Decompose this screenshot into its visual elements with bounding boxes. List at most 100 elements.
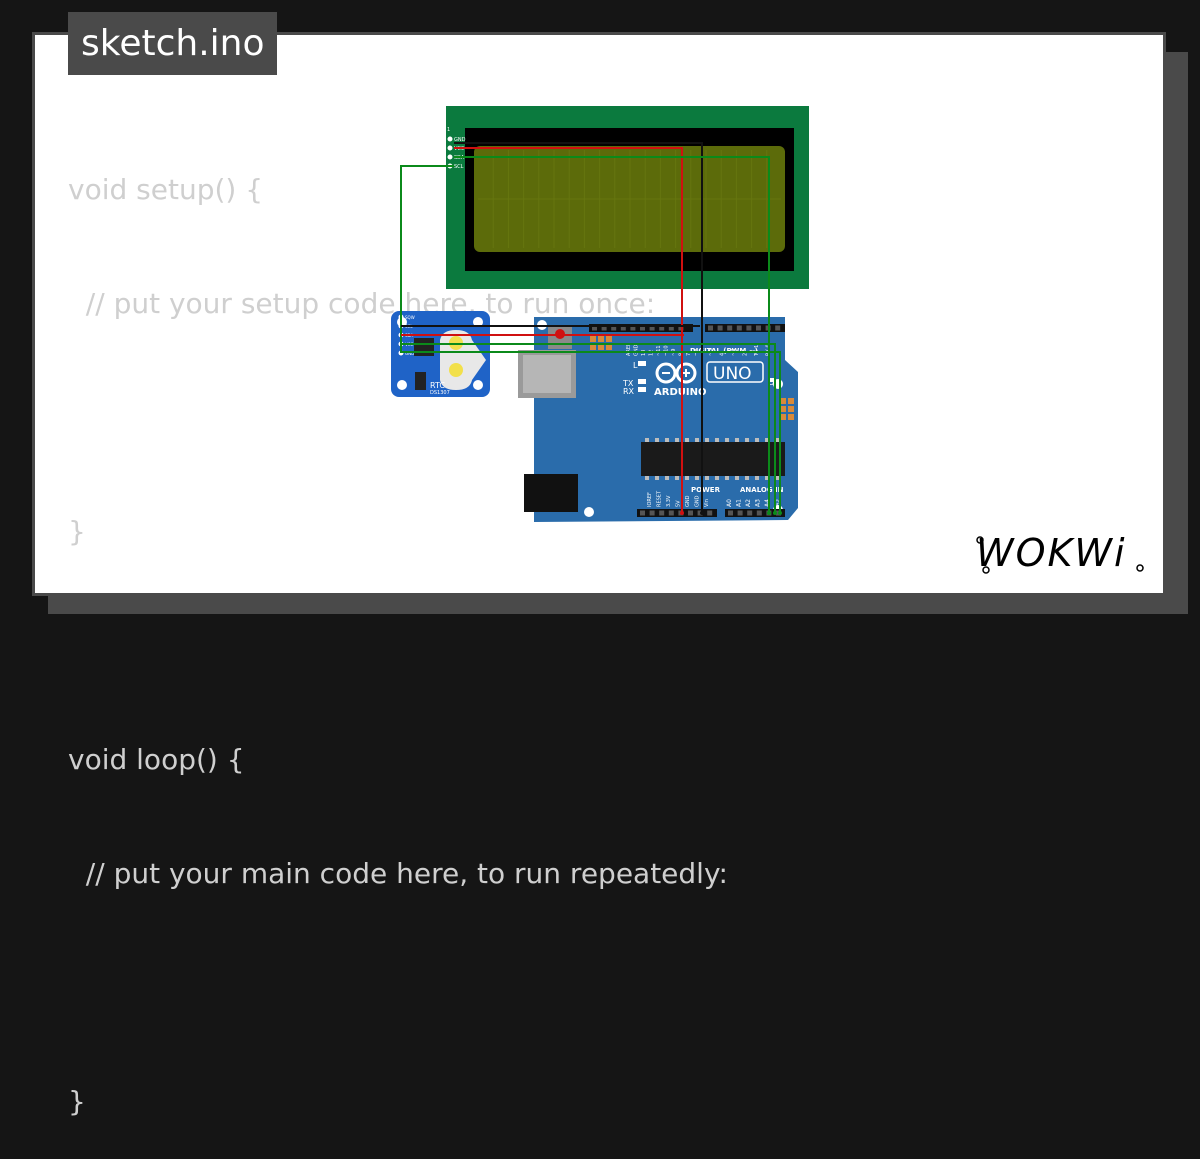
- header-hole: [620, 325, 626, 331]
- header-hole: [592, 325, 597, 331]
- icsp-pin: [598, 344, 604, 350]
- header-hole: [717, 325, 723, 331]
- rtc-crystal: [415, 372, 426, 390]
- power-header: [637, 509, 717, 517]
- rtc-pin-label: SQW: [405, 315, 415, 320]
- icsp-pin: [606, 344, 612, 350]
- led-rx: [638, 387, 646, 392]
- led-l: [638, 361, 646, 366]
- chip-leg: [775, 438, 779, 442]
- chip-leg: [695, 438, 699, 442]
- header-hole: [601, 325, 607, 331]
- header-hole: [668, 510, 674, 516]
- analog-header: [725, 509, 785, 517]
- chip-leg: [735, 476, 739, 480]
- header-hole: [640, 510, 645, 516]
- analog-label: ANALOG IN: [740, 486, 784, 494]
- header-hole: [727, 325, 733, 331]
- lcd-pin-label: SCL: [454, 164, 464, 170]
- header-hole: [707, 510, 713, 516]
- chip-leg: [765, 438, 769, 442]
- digital-header-right: [705, 324, 785, 332]
- header-hole: [668, 325, 674, 331]
- wire-endpoints: [680, 511, 782, 515]
- code-line: }: [68, 1085, 86, 1118]
- header-hole: [688, 510, 693, 516]
- chip-leg: [755, 438, 759, 442]
- rtc-mount-hole: [473, 317, 483, 327]
- icsp-pin: [788, 398, 794, 404]
- analog-pin-label: A4: [764, 499, 771, 507]
- atmega-chip: [641, 442, 785, 476]
- header-hole: [659, 325, 665, 331]
- analog-pin-label: A1: [736, 499, 743, 507]
- header-hole: [728, 510, 733, 516]
- digital-pin-label: ~10: [664, 345, 670, 356]
- chip-leg: [705, 476, 709, 480]
- wire-rtc-sda: [401, 343, 776, 513]
- led-label-l: L: [633, 361, 638, 370]
- uno-badge: [706, 361, 764, 383]
- arduino-logo-icon: [655, 362, 697, 384]
- icsp-pin: [590, 344, 596, 350]
- rtc-label: RTC: [430, 381, 445, 390]
- power-pin-label: IOREF: [647, 492, 653, 507]
- usb-connector-inner: [523, 355, 571, 393]
- analog-pin-label: A3: [755, 499, 762, 507]
- rtc-chip-label: DS1307: [430, 390, 450, 396]
- on-led: [769, 378, 775, 382]
- lcd-char-grid: [478, 150, 781, 248]
- wire-lcd-vcc: [454, 147, 683, 513]
- header-hole: [756, 510, 762, 516]
- chip-leg: [765, 476, 769, 480]
- code-line: void setup() {: [68, 173, 264, 206]
- arduino-brand: ARDUINO: [654, 387, 706, 398]
- wokwi-logo[interactable]: WOKWi: [972, 528, 1152, 578]
- header-hole: [756, 325, 761, 331]
- analog-pin-label: A5: [774, 499, 781, 507]
- rtc-battery-contact: [449, 363, 463, 377]
- led-label-tx: TX: [622, 379, 634, 388]
- chip-leg: [745, 438, 749, 442]
- wire-lcd-scl: [400, 165, 781, 513]
- rtc-mount-hole: [473, 380, 483, 390]
- power-label: POWER: [691, 486, 721, 494]
- header-hole: [746, 325, 752, 331]
- analog-pin-label: A2: [745, 499, 752, 507]
- chip-leg: [725, 438, 729, 442]
- lcd-pin-hole: [447, 136, 453, 142]
- wires: [400, 142, 781, 513]
- chip-leg: [685, 476, 689, 480]
- power-pin-label: RESET: [657, 490, 663, 507]
- digital-pin-label: 2: [743, 353, 749, 356]
- header-hole: [708, 325, 713, 331]
- digital-pin-label: TX 1: [754, 345, 760, 357]
- chip-leg: [645, 476, 649, 480]
- digital-pin-label: 7: [686, 353, 692, 356]
- uno-model: UNO: [713, 364, 752, 384]
- rtc-pin-label: GND: [405, 351, 414, 356]
- icsp-pin: [598, 336, 604, 342]
- icsp-pin: [780, 414, 786, 420]
- lcd-pin-hole: [447, 154, 453, 160]
- power-pin-label: Vin: [704, 499, 710, 507]
- chip-leg: [745, 476, 749, 480]
- header-hole: [630, 325, 636, 331]
- code-line: }: [68, 515, 86, 548]
- header-hole: [678, 325, 684, 331]
- header-hole: [611, 325, 617, 331]
- header-hole: [649, 510, 655, 516]
- power-pin-label: GND: [685, 495, 691, 507]
- chip-leg: [735, 438, 739, 442]
- file-tab-sketch[interactable]: sketch.ino: [68, 12, 278, 75]
- atmega-chip-legs: [645, 438, 779, 480]
- icsp-pin: [590, 336, 596, 342]
- code-line: [68, 964, 728, 1012]
- chip-leg: [755, 476, 759, 480]
- led-tx: [638, 379, 646, 384]
- power-jack: [524, 474, 578, 512]
